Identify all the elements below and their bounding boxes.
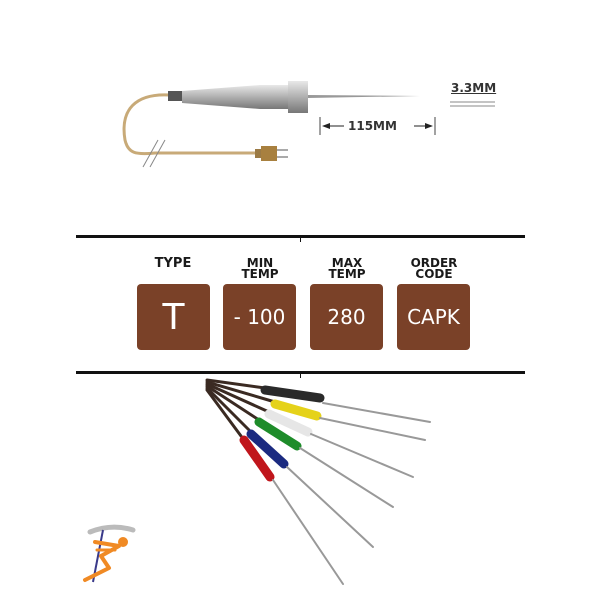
spec-value-type: T [137,284,210,350]
spec-value-max-temp: 280 [310,284,383,350]
top-divider [76,235,525,238]
spec-value-min-temp: - 100 [223,284,296,350]
probe-diagram [122,81,495,168]
colored-probes-image [205,378,431,585]
spec-label-type: TYPE [154,256,192,271]
top-divider-tick [300,237,301,242]
spec-value-order-code: CAPK [397,284,470,350]
brand-logo-icon [83,524,136,583]
probe-length-label: 115MM [348,119,397,133]
bottom-divider-tick [300,373,301,378]
bottom-divider [76,371,525,374]
tip-diameter-label: 3.3MM [451,81,497,95]
